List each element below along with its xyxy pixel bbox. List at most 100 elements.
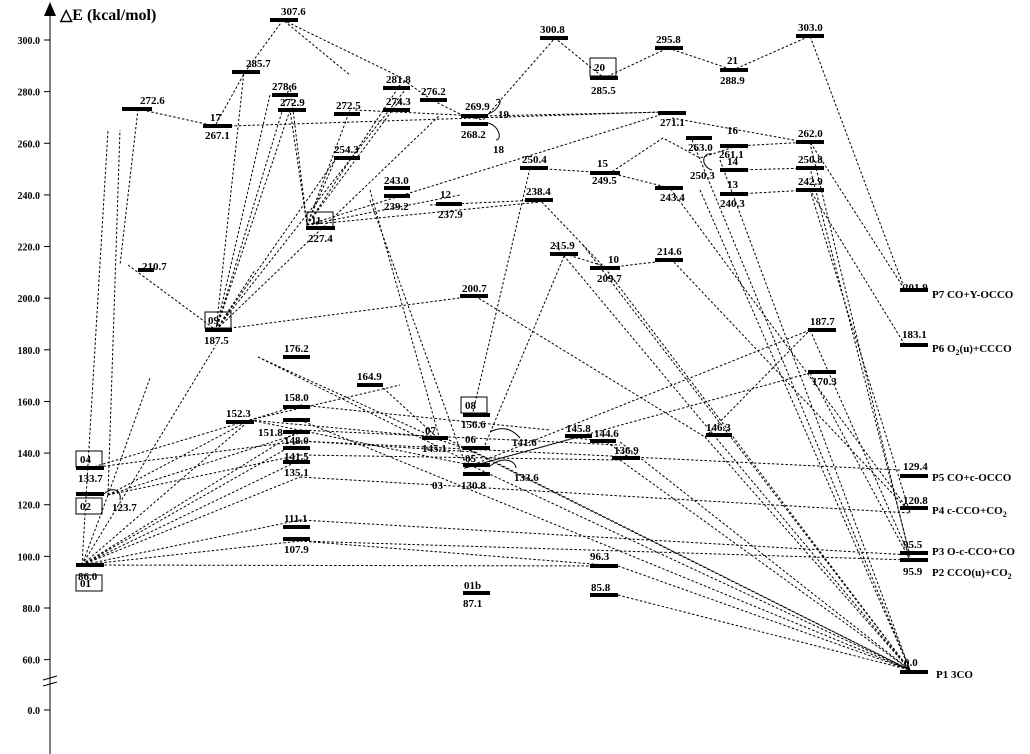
axis-tick-label: 120.0 <box>18 501 41 512</box>
energy-value: 276.2 <box>421 86 446 98</box>
energy-value: 187.5 <box>204 335 229 347</box>
energy-value: 156.6 <box>461 419 486 431</box>
energy-value: 136.9 <box>614 445 639 457</box>
energy-value: 240.3 <box>720 198 745 210</box>
product-label-p1: P1 3CO <box>936 669 973 681</box>
energy-value: 158.0 <box>284 392 309 404</box>
label-21: 21 <box>727 55 738 67</box>
label-16: 16 <box>727 125 739 137</box>
energy-value: 272.6 <box>140 95 165 107</box>
energy-levels <box>76 18 928 674</box>
label-17: 17 <box>210 112 222 124</box>
energy-value: 269.9 <box>465 101 490 113</box>
label-01: 01 <box>80 578 91 590</box>
label-03: 03 <box>432 480 444 492</box>
axis-tick-label: 60.0 <box>23 656 41 667</box>
energy-value: 250.8 <box>798 154 823 166</box>
energy-value: 85.8 <box>591 582 611 594</box>
energy-value: 250.4 <box>522 154 547 166</box>
energy-value: 152.3 <box>226 408 251 420</box>
axis-tick-label: 300.0 <box>18 36 41 47</box>
energy-value: 95.5 <box>903 539 923 551</box>
label-15: 15 <box>597 158 609 170</box>
label-02: 02 <box>80 501 92 513</box>
axis-tick-label: 240.0 <box>18 191 41 202</box>
energy-value: 201.9 <box>903 282 928 294</box>
energy-value: 239.2 <box>384 201 409 213</box>
energy-value: 272.9 <box>280 97 305 109</box>
energy-value: 187.7 <box>810 316 835 328</box>
energy-value: 303.0 <box>798 22 823 34</box>
axis-tick-label: 100.0 <box>18 552 41 563</box>
energy-value: 285.7 <box>246 58 271 70</box>
energy-value: 120.8 <box>903 495 928 507</box>
energy-value: 238.4 <box>526 186 551 198</box>
axis-tick-label: 280.0 <box>18 88 41 99</box>
energy-value: 288.9 <box>720 75 745 87</box>
energy-value: 86.0 <box>78 571 98 583</box>
product-label-p4: P4 c-CCO+CO2 <box>932 505 1007 519</box>
energy-value: 148.0 <box>284 435 309 447</box>
label-09: 09 <box>208 315 220 327</box>
energy-value: 141.5 <box>284 451 309 463</box>
energy-value: 133.7 <box>78 473 103 485</box>
energy-value: 242.9 <box>798 176 823 188</box>
label-07: 07 <box>425 425 437 437</box>
product-label-p7: P7 CO+Y-OCCO <box>932 289 1014 301</box>
axis-tick-label: 260.0 <box>18 139 41 150</box>
product-label-p2: P2 CCO(u)+CO2 <box>932 567 1012 581</box>
energy-value: 237.9 <box>438 209 463 221</box>
energy-value: 272.5 <box>336 100 361 112</box>
energy-value: 243.0 <box>384 175 409 187</box>
energy-value: 111.1 <box>284 513 308 525</box>
axis-ticks: 300.0280.0260.0240.0220.0200.0180.0160.0… <box>18 36 50 717</box>
axis-tick-label: 160.0 <box>18 397 41 408</box>
energy-value: 209.7 <box>597 273 622 285</box>
energy-value: 254.3 <box>334 144 359 156</box>
label-01b: 01b <box>464 580 481 592</box>
energy-value: 300.8 <box>540 24 565 36</box>
energy-value: 96.3 <box>590 551 610 563</box>
product-label-p6: P6 O2(u)+CCCO <box>932 343 1012 357</box>
axis-tick-label: 80.0 <box>23 604 41 615</box>
label-13: 13 <box>727 179 739 191</box>
label-19: 19 <box>498 109 510 121</box>
energy-value: 278.6 <box>272 81 297 93</box>
energy-value: 249.5 <box>592 175 617 187</box>
energy-value: 170.3 <box>812 376 837 388</box>
axis-tick-label: 0.0 <box>28 706 41 717</box>
energy-value: 151.8 <box>258 427 283 439</box>
energy-value: 307.6 <box>281 6 306 18</box>
plain-labels: 17 19 18 12 15 16 14 13 21 10 07 06 05 0… <box>210 55 739 592</box>
label-08: 08 <box>465 400 477 412</box>
energy-value: 263.0 <box>688 142 713 154</box>
energy-value: 176.2 <box>284 343 309 355</box>
energy-value: 214.6 <box>657 246 682 258</box>
energy-value: 271.1 <box>660 117 685 129</box>
energy-value: 250.3 <box>690 170 715 182</box>
energy-value: 87.1 <box>463 598 482 610</box>
energy-value: 0.0 <box>904 657 918 669</box>
label-14: 14 <box>727 156 739 168</box>
energy-value: 123.7 <box>112 502 137 514</box>
label-04: 04 <box>80 454 92 466</box>
energy-value: 129.4 <box>903 461 928 473</box>
product-labels: P7 CO+Y-OCCO P6 O2(u)+CCCO P5 CO+c-OCCO … <box>932 289 1015 681</box>
energy-value: 210.7 <box>142 261 167 273</box>
label-05: 05 <box>465 453 477 465</box>
label-12: 12 <box>440 189 452 201</box>
energy-value: 141.6 <box>512 437 537 449</box>
curl-arrows <box>103 98 713 501</box>
energy-value: 274.3 <box>386 96 411 108</box>
energy-value: 133.6 <box>514 472 539 484</box>
energy-value: 164.9 <box>357 371 382 383</box>
axis-tick-label: 180.0 <box>18 346 41 357</box>
energy-value: 145.1 <box>422 443 447 455</box>
label-06: 06 <box>465 434 477 446</box>
energy-value: 146.3 <box>706 422 731 434</box>
label-18: 18 <box>493 144 505 156</box>
axis-title: △E (kcal/mol) <box>59 7 156 24</box>
energy-value: 262.0 <box>798 128 823 140</box>
energy-value: 200.7 <box>462 283 487 295</box>
